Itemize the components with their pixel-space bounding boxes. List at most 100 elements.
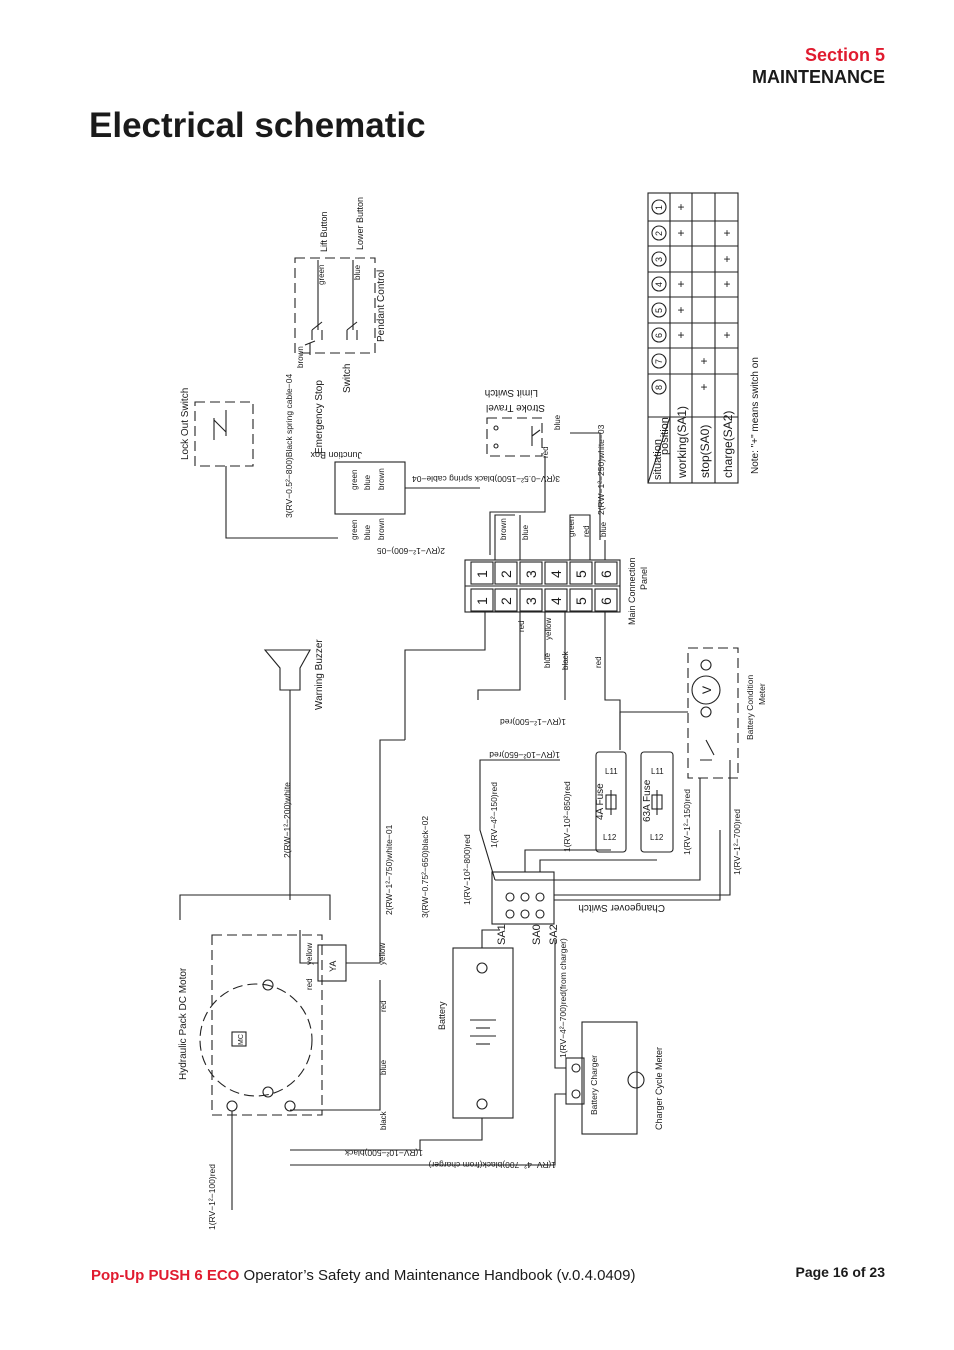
cable-spring-1500-label: 3(RV−0.5²−1500)black spring cable−04	[412, 474, 560, 484]
mcp-red: red	[582, 525, 591, 537]
battery-charger-label: Battery Charger	[589, 1055, 599, 1115]
table-col-5-circle	[651, 302, 667, 318]
table-mark: +	[723, 328, 730, 342]
cable-red-700-charger-label: 1(RV−4²−700)red(from charger)	[558, 938, 568, 1058]
table-mark: +	[723, 252, 730, 266]
table-col-3-circle	[651, 251, 667, 267]
pendant-control: Lift Button Lower Button Pendant Control…	[284, 197, 387, 518]
table-mark: +	[700, 380, 707, 394]
switch-label: Switch	[342, 364, 353, 393]
battery-condition-label: Battery Condition	[745, 675, 755, 740]
terminal-box	[594, 561, 618, 585]
sa0-label: SA0	[531, 924, 543, 945]
table-col-6-circle	[651, 327, 667, 343]
terminal-box	[569, 561, 593, 585]
table-row-working: working(SA1)	[675, 406, 689, 479]
stroke-travel-label: Stroke Travel	[486, 402, 545, 413]
wire-blue-label: blue	[353, 264, 362, 280]
jb-wire-green: green	[350, 470, 359, 490]
table-col-5: 5	[654, 308, 664, 313]
ya-wire-yellow: yellow	[305, 943, 314, 965]
mcp-blue: blue	[521, 524, 530, 540]
section-number: Section 5	[804, 45, 885, 65]
terminal-4-a: 4	[548, 570, 564, 578]
table-row-charge: charge(SA2)	[721, 411, 735, 478]
limit-switch-label: Limit Switch	[485, 387, 538, 398]
mcp-brown: brown	[499, 518, 508, 540]
terminal-3-a: 3	[523, 570, 539, 578]
terminal-box	[494, 561, 518, 585]
ya-label: YA	[328, 961, 338, 972]
junction-box: Junction Box green blue brown green blue…	[310, 450, 560, 556]
meter-label: Meter	[757, 683, 767, 705]
mcp-green: green	[567, 517, 576, 537]
table-col-1-circle	[651, 199, 667, 215]
cable-black-500-label: 1(RV−10²−500)black	[344, 1148, 423, 1158]
battery-label: Battery	[437, 1001, 447, 1030]
table-mark: +	[723, 277, 730, 291]
fuse-4a-l11: L11	[605, 767, 618, 776]
table-col-2: 2	[654, 231, 664, 236]
mcp-blue-b: blue	[543, 652, 552, 668]
section-title: MAINTENANCE	[752, 67, 885, 87]
table-col-4-circle	[651, 276, 667, 292]
battery-condition-meter: V Battery Condition Meter	[495, 647, 767, 881]
table-row-stop: stop(SA0)	[698, 425, 712, 478]
footer-handbook: Operator’s Safety and Maintenance Handbo…	[239, 1267, 636, 1284]
table-mark: +	[677, 226, 684, 240]
main-connection-label: Main Connection	[627, 557, 637, 625]
ls-wire-red: red	[541, 446, 550, 458]
terminal-box	[470, 588, 494, 612]
cable-labels: 2(RW−1²−200)white 2(RW−1²−750)white−01 3…	[282, 717, 742, 1170]
ls-wire-blue: blue	[553, 414, 562, 430]
charger-cycle-meter-label: Charger Cycle Meter	[654, 1047, 664, 1130]
footer-brand: Pop-Up PUSH 6 ECO	[91, 1267, 240, 1284]
jb-wire-brown: brown	[377, 468, 386, 490]
terminal-box	[594, 588, 618, 612]
table-col-1: 1	[654, 205, 664, 210]
table-note: Note: "+" means switch on	[750, 357, 761, 474]
page-title: Electrical schematic	[89, 106, 426, 145]
terminal-3-b: 3	[523, 597, 539, 605]
lift-button-label: Lift Button	[319, 211, 329, 252]
cable-red-100-label: 1(RV−1²−100)red	[207, 1164, 217, 1230]
table-mark: +	[700, 354, 707, 368]
dc-motor: MC Hydraulic Pack DC Motor 1(RV−1²−100)r…	[178, 894, 331, 1230]
cable-red-700-label: 1(RV−1²−700)red	[732, 809, 742, 875]
terminal-6-a: 6	[598, 570, 614, 578]
changeover-switch-label: Changeover Switch	[578, 902, 665, 913]
mcp-yellow: yellow	[544, 618, 553, 640]
motor-wire-black: black	[379, 1110, 388, 1130]
cable-white-01-label: 2(RW−1²−750)white−01	[384, 824, 394, 915]
terminal-2-b: 2	[498, 597, 514, 605]
mc-label: MC	[238, 1034, 245, 1045]
voltmeter-label: V	[700, 686, 714, 694]
jb-wire-green-2: green	[350, 520, 359, 540]
junction-box-label: Junction Box	[310, 450, 362, 460]
cable-white-03-label: 2(RW−1²−250)white−03	[596, 424, 606, 515]
fuse-4a: 4A Fuse L11 L12	[595, 751, 627, 853]
footer-product: Pop-Up PUSH 6 ECO Operator’s Safety and …	[91, 1267, 635, 1284]
battery-charger: Battery Charger Charger Cycle Meter	[290, 940, 664, 1166]
terminal-2-a: 2	[498, 570, 514, 578]
emergency-stop-label: Emergency Stop	[314, 380, 325, 454]
fuse-63a-l11: L11	[651, 767, 664, 776]
battery: Battery	[290, 929, 514, 1151]
jb-wire-blue: blue	[363, 474, 372, 490]
fuse-63a: 63A Fuse L11 L12	[640, 751, 674, 853]
mcp-blue-2: blue	[599, 521, 608, 537]
terminal-box	[519, 561, 543, 585]
table-col-6: 6	[654, 333, 664, 338]
motor-label: Hydraulic Pack DC Motor	[178, 967, 189, 1080]
sa2-label: SA2	[548, 924, 560, 945]
terminal-box	[569, 588, 593, 612]
cable-spring-800-label: 3(RV−0.5²−800)Black spring cable−04	[284, 374, 294, 518]
motor-wire-blue: blue	[379, 1059, 388, 1075]
fuse-4a-label: 4A Fuse	[595, 783, 606, 820]
terminal-box	[470, 561, 494, 585]
warning-buzzer-label: Warning Buzzer	[314, 639, 325, 710]
table-corner-situation: situation	[652, 439, 664, 480]
jb-wire-brown-2: brown	[377, 518, 386, 540]
